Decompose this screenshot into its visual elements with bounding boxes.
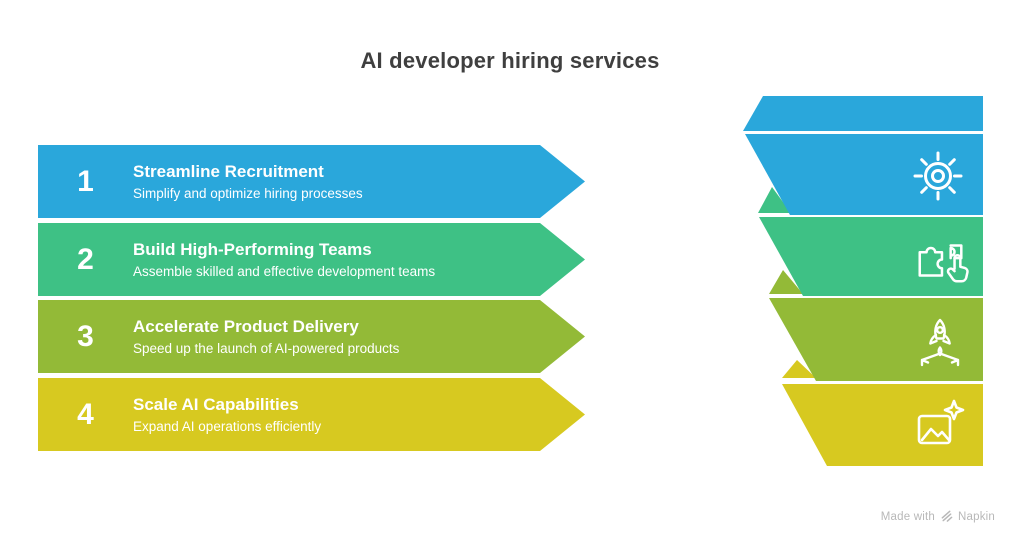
step-text-block: Accelerate Product Delivery Speed up the… [133, 318, 399, 356]
step-text-block: Streamline Recruitment Simplify and opti… [133, 163, 363, 201]
step-text-block: Scale AI Capabilities Expand AI operatio… [133, 396, 321, 434]
step-title: Build High-Performing Teams [133, 239, 372, 259]
step-number: 1 [77, 164, 94, 198]
ribbon-shapes [743, 96, 983, 466]
made-with-label: Made with [880, 511, 935, 523]
step-row-4: 4 Scale AI Capabilities Expand AI operat… [38, 378, 585, 451]
ribbon-band-3 [769, 298, 983, 381]
napkin-credit[interactable]: Made with Napkin [881, 509, 995, 525]
ribbon-band-4 [782, 384, 983, 466]
ribbon-fold-triangle-3 [769, 270, 803, 294]
sun-gear-icon [910, 148, 966, 204]
step-title: Accelerate Product Delivery [133, 316, 359, 336]
page-title: AI developer hiring services [360, 48, 660, 73]
step-number: 2 [77, 242, 94, 276]
rocket-launch-icon [912, 313, 968, 369]
ribbon-fold-triangle-2 [758, 187, 791, 213]
image-sparkle-icon [909, 396, 965, 452]
ribbon-fold-triangle-4 [782, 360, 816, 378]
step-number: 3 [77, 319, 94, 353]
step-description: Simplify and optimize hiring processes [133, 185, 363, 201]
step-title: Scale AI Capabilities [133, 394, 299, 414]
step-row-1: 1 Streamline Recruitment Simplify and op… [38, 145, 585, 218]
step-row-3: 3 Accelerate Product Delivery Speed up t… [38, 300, 585, 373]
step-title: Streamline Recruitment [133, 161, 324, 181]
puzzle-hand-icon [912, 232, 970, 290]
step-text-block: Build High-Performing Teams Assemble ski… [133, 241, 435, 279]
step-description: Expand AI operations efficiently [133, 418, 322, 434]
ribbon-top-fold [743, 96, 983, 131]
step-row-2: 2 Build High-Performing Teams Assemble s… [38, 223, 585, 296]
step-description: Assemble skilled and effective developme… [133, 263, 436, 279]
napkin-logo-icon [940, 509, 953, 525]
brand-label: Napkin [958, 511, 995, 523]
step-number: 4 [77, 397, 94, 431]
ribbon-band-1 [745, 134, 983, 215]
folded-ribbon-graphic [743, 95, 985, 468]
step-description: Speed up the launch of AI-powered produc… [133, 340, 400, 356]
